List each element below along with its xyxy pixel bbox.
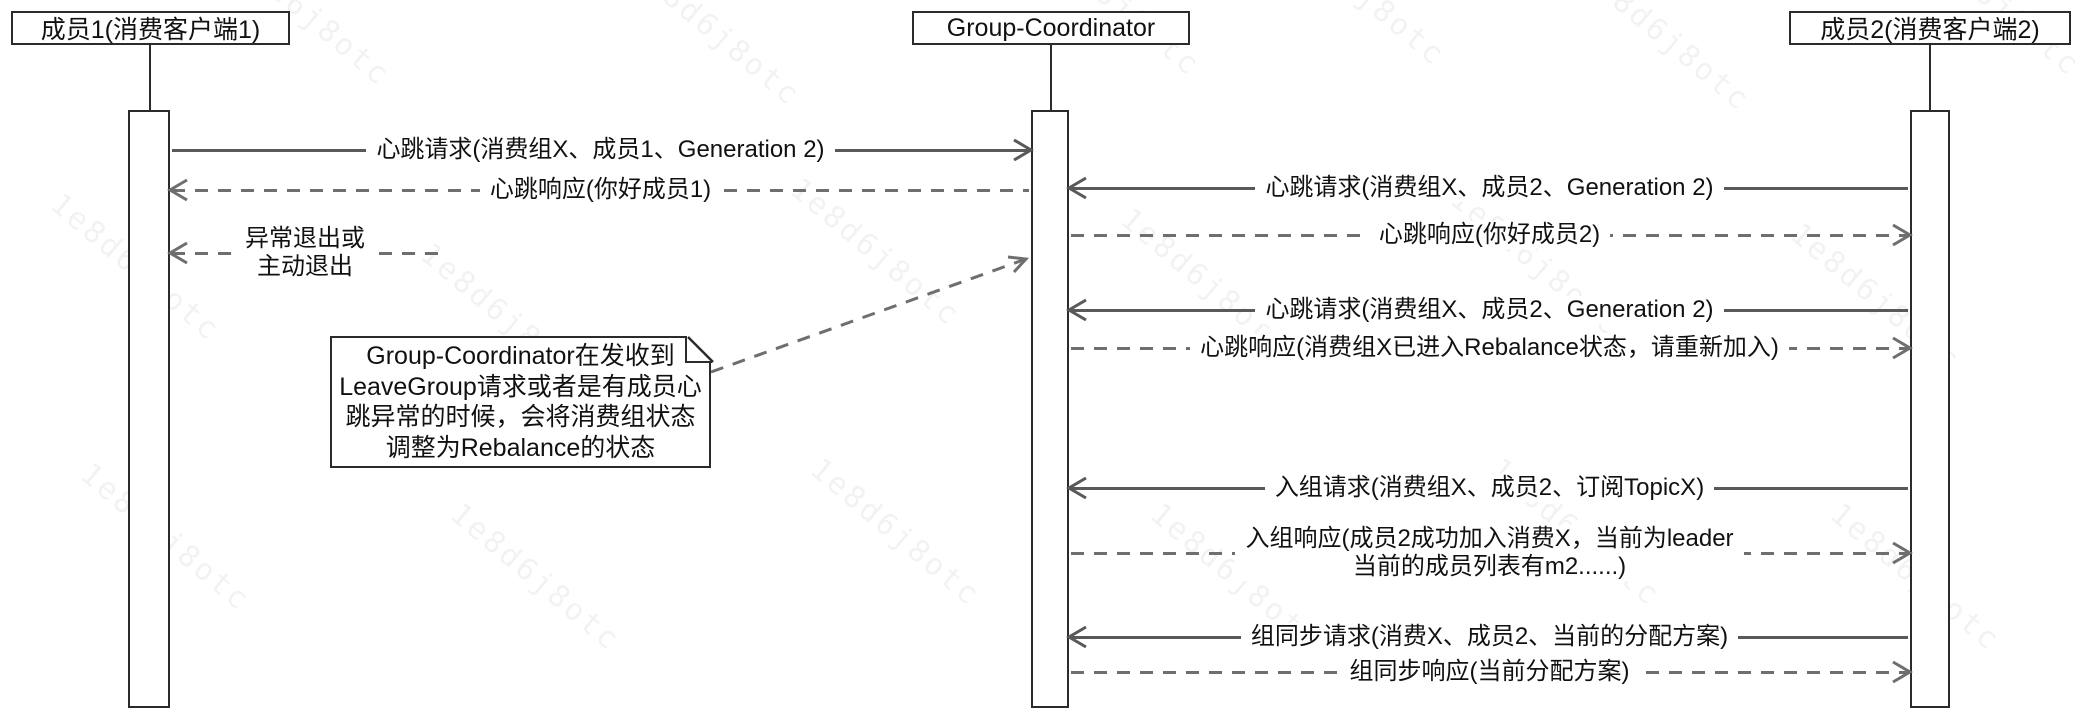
message-label: 异常退出或 主动退出 <box>235 224 375 282</box>
message-heartbeat-request-member1: 心跳请求(消费组X、成员1、Generation 2) <box>170 135 1034 165</box>
lifeline-member1 <box>148 45 152 111</box>
participant-coordinator: Group-Coordinator <box>912 11 1190 45</box>
arrowhead-left-icon <box>1066 175 1092 201</box>
participant-member1: 成员1(消费客户端1) <box>11 11 290 45</box>
arrowhead-left-icon <box>1066 475 1092 501</box>
activation-member1 <box>128 110 170 708</box>
message-label: 组同步响应(当前分配方案) <box>1339 657 1640 687</box>
participant-member2: 成员2(消费客户端2) <box>1789 11 2071 45</box>
message-heartbeat-response-rebalance: 心跳响应(消费组X已进入Rebalance状态，请重新加入) <box>1069 333 1913 363</box>
message-label: 心跳响应(你好成员2) <box>1368 220 1611 250</box>
message-label: 组同步请求(消费X、成员2、当前的分配方案) <box>1240 622 1739 652</box>
arrowhead-left-icon <box>167 240 193 266</box>
watermark-text: 1e8d6j8otc <box>623 0 808 114</box>
note-connector-arrow <box>710 255 1030 374</box>
message-heartbeat-request-member2-2: 心跳请求(消费组X、成员2、Generation 2) <box>1066 295 1910 325</box>
note-text: Group-Coordinator在发收到 LeaveGroup请求或者是有成员… <box>339 342 702 462</box>
arrowhead-left-icon <box>1066 624 1092 650</box>
watermark-text: 1e8d6j8otc <box>443 496 628 659</box>
message-label: 心跳响应(你好成员1) <box>479 175 722 205</box>
message-syncgroup-request: 组同步请求(消费X、成员2、当前的分配方案) <box>1066 622 1910 652</box>
message-label: 入组请求(消费组X、成员2、订阅TopicX) <box>1264 473 1715 503</box>
message-label: 心跳请求(消费组X、成员2、Generation 2) <box>1255 295 1724 325</box>
message-label: 心跳请求(消费组X、成员1、Generation 2) <box>366 135 835 165</box>
arrowhead-left-icon <box>167 177 193 203</box>
message-joingroup-response: 入组响应(成员2成功加入消费X，当前为leader 当前的成员列表有m2....… <box>1069 524 1913 582</box>
watermark-text: 1e8d6j8otc <box>803 451 988 614</box>
message-label: 入组响应(成员2成功加入消费X，当前为leader 当前的成员列表有m2....… <box>1235 524 1744 582</box>
arrowhead-right-icon <box>1887 335 1913 361</box>
lifeline-member2 <box>1928 45 1932 111</box>
message-heartbeat-response-member1: 心跳响应(你好成员1) <box>167 175 1031 205</box>
arrowhead-right-icon <box>1887 659 1913 685</box>
message-joingroup-request: 入组请求(消费组X、成员2、订阅TopicX) <box>1066 473 1910 503</box>
message-label: 心跳请求(消费组X、成员2、Generation 2) <box>1255 173 1724 203</box>
message-member1-exit: 异常退出或 主动退出 <box>167 224 440 282</box>
note-fold-icon <box>684 335 714 363</box>
message-label: 心跳响应(消费组X已进入Rebalance状态，请重新加入) <box>1190 333 1789 363</box>
lifeline-coordinator <box>1049 45 1053 111</box>
note-rebalance-explanation: Group-Coordinator在发收到 LeaveGroup请求或者是有成员… <box>330 335 714 468</box>
activation-member2 <box>1910 110 1950 708</box>
arrowhead-right-icon <box>1008 137 1034 163</box>
arrowhead-left-icon <box>1066 297 1092 323</box>
activation-coordinator <box>1031 110 1069 708</box>
watermark-text: 1e8d6j8otc <box>1573 0 1758 119</box>
message-heartbeat-response-member2-1: 心跳响应(你好成员2) <box>1069 220 1913 250</box>
arrowhead-right-icon <box>1887 222 1913 248</box>
message-heartbeat-request-member2-1: 心跳请求(消费组X、成员2、Generation 2) <box>1066 173 1910 203</box>
watermark-text: 1e8d6j8otc <box>1268 0 1452 74</box>
arrowhead-right-icon <box>1887 540 1913 566</box>
message-syncgroup-response: 组同步响应(当前分配方案) <box>1069 657 1913 687</box>
